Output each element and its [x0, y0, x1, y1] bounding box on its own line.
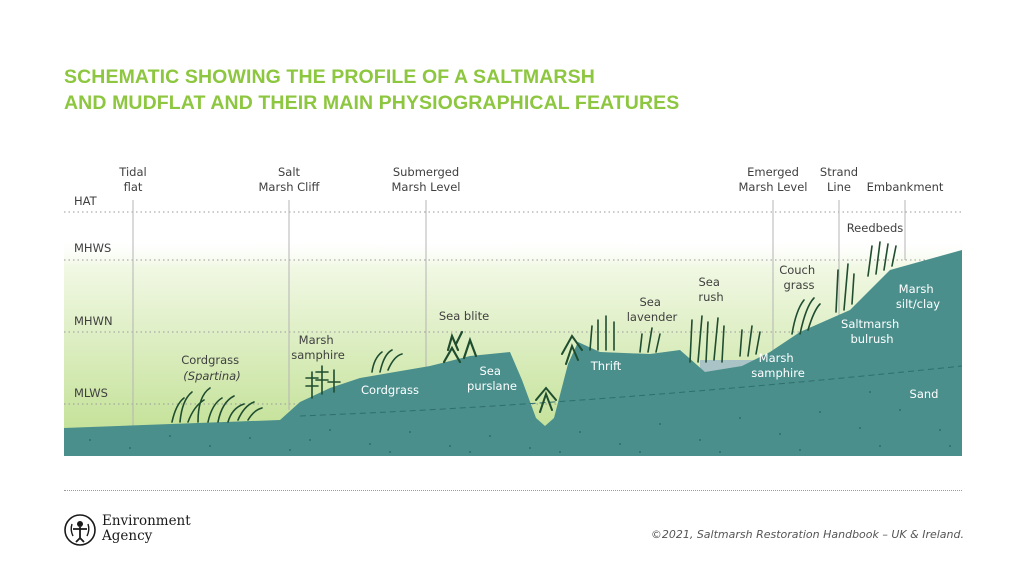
- sand-texture: [89, 391, 951, 453]
- tide-label-mhwn: MHWN: [74, 314, 113, 328]
- tide-label-mlws: MLWS: [74, 386, 108, 400]
- title-line-1: SCHEMATIC SHOWING THE PROFILE OF A SALTM…: [64, 66, 595, 88]
- saltmarsh-bulrush-plants: [835, 263, 855, 313]
- label-reedbeds: Reedbeds: [847, 221, 904, 235]
- label-sea-rush: Sea rush: [698, 275, 723, 304]
- thrift-plants: [589, 315, 615, 351]
- label-saltmarsh-bulrush: Saltmarsh bulrush: [841, 317, 903, 346]
- couch-grass-plants: [791, 297, 821, 335]
- logo-text: Environment Agency: [102, 514, 191, 544]
- marsh-samphire-plants: [305, 365, 341, 399]
- label-sea-blite: Sea blite: [439, 309, 489, 323]
- sea-rush-plants: [689, 315, 725, 363]
- label-sea-purslane: Sea purslane: [467, 364, 517, 393]
- zone-markers: [132, 200, 906, 428]
- environment-agency-logo: Environment Agency: [64, 512, 204, 552]
- cordgrass-plants: [171, 387, 263, 423]
- marsh-samphire-plants-2: [739, 325, 761, 357]
- label-sea-lavender: Sea lavender: [627, 295, 678, 324]
- vegetation: [171, 241, 897, 423]
- diagram-title: SCHEMATIC SHOWING THE PROFILE OF A SALTM…: [64, 64, 964, 116]
- footer-divider: [64, 490, 962, 491]
- cordgrass-tufts: [371, 349, 403, 373]
- environment-agency-emblem-icon: [64, 514, 96, 546]
- title-line-2: AND MUDFLAT AND THEIR MAIN PHYSIOGRAPHIC…: [64, 92, 680, 114]
- sea-blite-plants: [442, 330, 478, 364]
- label-marsh-silt-clay: Marsh silt/clay: [896, 282, 940, 311]
- label-cordgrass-spartina: Cordgrass (Spartina): [181, 353, 243, 383]
- label-marsh-samphire: Marsh samphire: [291, 333, 345, 362]
- label-marsh-samphire-2: Marsh samphire: [751, 351, 805, 380]
- label-couch-grass: Couch grass: [779, 263, 819, 292]
- tide-label-hat: HAT: [74, 194, 98, 208]
- sand-boundary: [299, 365, 963, 417]
- creek-plants: [535, 334, 583, 413]
- logo-line-2: Agency: [102, 528, 153, 544]
- label-cordgrass: Cordgrass: [361, 383, 419, 397]
- copyright-credit: ©2021, Saltmarsh Restoration Handbook – …: [650, 528, 964, 541]
- ground-profile: [64, 250, 962, 456]
- label-thrift: Thrift: [590, 359, 622, 373]
- label-sand: Sand: [910, 387, 939, 401]
- tide-label-mhws: MHWS: [74, 241, 111, 255]
- logo-line-1: Environment: [102, 513, 191, 529]
- sea-lavender-plants: [639, 327, 661, 353]
- zone-label-embankment: Embankment: [867, 180, 944, 194]
- reedbed-plants: [867, 241, 897, 277]
